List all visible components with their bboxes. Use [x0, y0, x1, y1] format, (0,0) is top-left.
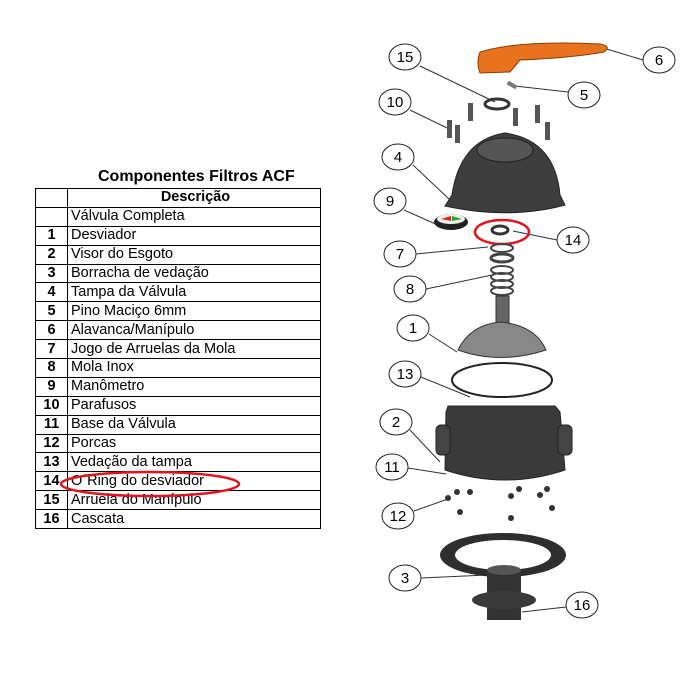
part-number: 10	[35, 395, 68, 416]
part-description: Base da Válvula	[67, 414, 321, 435]
screws	[447, 103, 550, 143]
callout-label: 11	[384, 459, 400, 476]
callout-11: 11	[375, 453, 409, 481]
pin-part	[506, 80, 518, 90]
callout-label: 7	[396, 246, 404, 263]
callout-4: 4	[381, 143, 415, 171]
callout-label: 12	[390, 508, 407, 525]
callout-8: 8	[393, 275, 427, 303]
callout-label: 14	[565, 232, 582, 249]
lid-seal-part	[451, 362, 553, 398]
callout-label: 15	[397, 49, 414, 66]
callout-9: 9	[373, 187, 407, 215]
callout-label: 8	[406, 281, 414, 298]
callout-2: 2	[379, 408, 413, 436]
part-description: Parafusos	[67, 395, 321, 416]
part-description: Pino Maciço 6mm	[67, 301, 321, 322]
part-number: 11	[35, 414, 68, 435]
callout-label: 1	[409, 320, 417, 337]
callout-1: 1	[396, 314, 430, 342]
callout-label: 3	[401, 570, 409, 587]
callout-10: 10	[378, 88, 412, 116]
callout-13: 13	[388, 360, 422, 388]
part-number: 16	[35, 509, 68, 530]
handle-part	[477, 42, 608, 74]
cover-part	[444, 132, 566, 214]
callout-label: 10	[387, 94, 404, 111]
callout-7: 7	[383, 240, 417, 268]
callout-16: 16	[565, 591, 599, 619]
callout-3: 3	[388, 564, 422, 592]
part-description: Mola Inox	[67, 358, 321, 378]
leader-lines	[403, 46, 644, 613]
part-number: 13	[35, 452, 68, 473]
part-description: Jogo de Arruelas da Mola	[67, 339, 321, 360]
part-number: 4	[35, 282, 68, 303]
callout-label: 16	[574, 597, 591, 614]
part-description: Tampa da Válvula	[67, 282, 321, 303]
nuts	[445, 486, 555, 521]
part-description: Manômetro	[67, 376, 321, 397]
oring-part	[490, 224, 510, 236]
part-description: Cascata	[67, 509, 321, 530]
spring-part	[490, 265, 514, 296]
callout-label: 9	[386, 193, 394, 210]
callout-15: 15	[388, 43, 422, 71]
washer-part	[483, 97, 511, 111]
callout-label: 5	[580, 87, 588, 104]
part-number: 9	[35, 376, 68, 397]
callout-5: 5	[567, 81, 601, 109]
part-description: Visor do Esgoto	[67, 244, 321, 265]
callout-label: 6	[655, 52, 663, 69]
part-description: Alavanca/Manípulo	[67, 320, 321, 341]
base-part	[444, 405, 566, 481]
callout-14: 14	[556, 226, 590, 254]
callout-label: 2	[392, 414, 400, 431]
callout-label: 4	[394, 149, 402, 166]
part-description: Borracha de vedação	[67, 263, 321, 284]
table-title: Componentes Filtros ACF	[98, 168, 295, 185]
callout-label: 13	[397, 366, 414, 383]
callouts: 15 6 5 10 4 9 14 7 8 1 13 2 11 12 3 16	[373, 43, 676, 619]
highlight-circle	[473, 218, 531, 246]
callout-6: 6	[642, 46, 676, 74]
callout-12: 12	[381, 502, 415, 530]
part-description: Porcas	[67, 433, 321, 454]
